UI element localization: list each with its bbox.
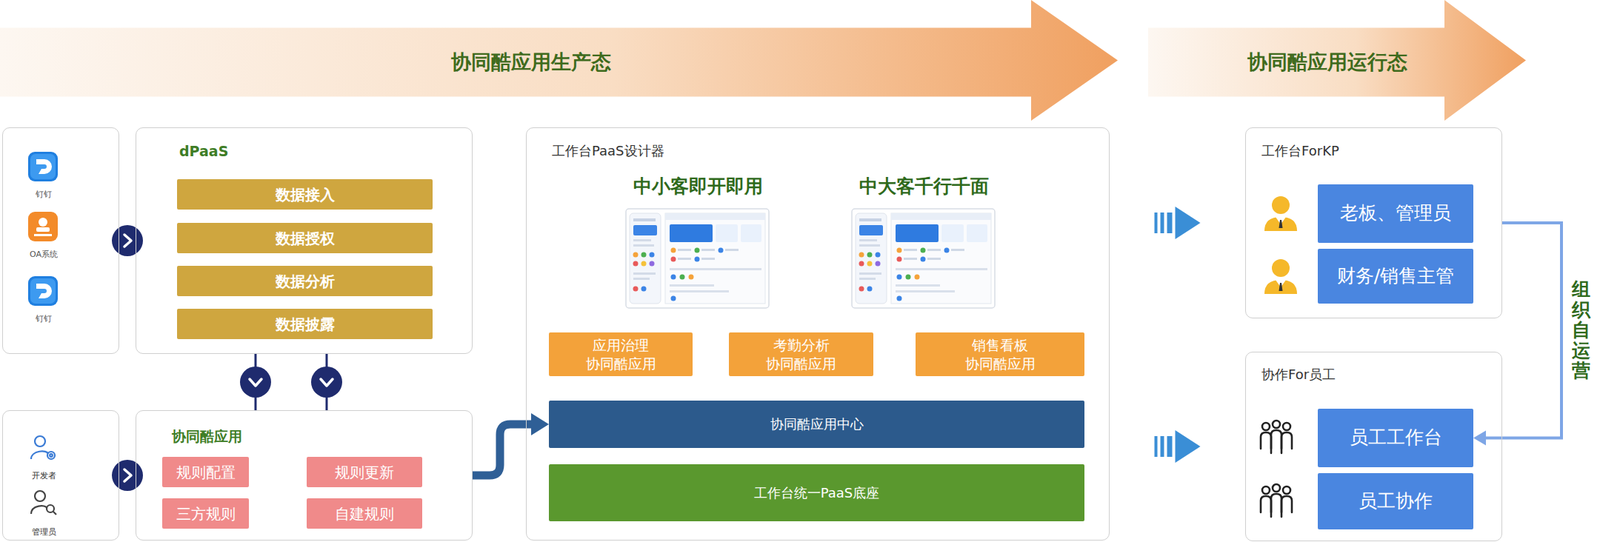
connector	[1473, 222, 1562, 446]
connector	[240, 354, 272, 411]
section-panel: 协同酷应用规则配置 规则更新三方规则 自建规则	[135, 410, 473, 541]
panel-title: 协同酷应用	[171, 427, 243, 446]
role-box: 员工工作台	[1317, 408, 1474, 468]
developer-icon	[31, 436, 55, 460]
panel-heading: 中大客千行千面	[859, 174, 989, 200]
box-label: 销售看板 协同酷应用	[957, 336, 1043, 373]
rule-button: 三方规则	[162, 498, 249, 529]
role-box: 员工协作	[1317, 473, 1474, 530]
box-label: 数据披露	[275, 314, 335, 335]
text-anchor: 工作台ForKP	[1261, 142, 1340, 160]
manager-icon	[31, 491, 57, 515]
banner-text-area: 协同酷应用运行态	[1148, 27, 1508, 97]
box-label: 规则配置	[176, 462, 236, 483]
screenshot-mockup	[851, 208, 995, 309]
person-icon	[1264, 259, 1298, 295]
designer-panel: 工作台PaaS设计器中小客即开即用 中大客千行千面应用治理 协同酷应用 考勤分析 协…	[525, 127, 1110, 541]
panel-title: 工作台ForKP	[1261, 142, 1340, 160]
box-label: 工作台统一PaaS底座	[754, 484, 880, 502]
text-anchor: 钉钉	[35, 189, 52, 200]
oa-icon	[28, 211, 58, 242]
text-anchor: 开发者	[31, 471, 57, 482]
source-panel: 钉钉OA系统钉钉	[2, 127, 120, 355]
data-bar: 数据授权	[177, 222, 433, 254]
banner-text-area: 协同酷应用生产态	[0, 27, 1063, 97]
app-card: 应用治理 协同酷应用	[548, 332, 693, 377]
connector	[1154, 430, 1201, 463]
runtime-panel: 协作For员工员工工作台员工协作	[1245, 351, 1503, 542]
label-anchor: 组织自运营	[1571, 279, 1591, 382]
banner-title: 协同酷应用运行态	[1247, 48, 1408, 75]
text-anchor: 钉钉	[35, 314, 52, 325]
panel-heading: 管理员	[31, 527, 57, 538]
rule-button: 自建规则	[306, 498, 423, 529]
data-bar: 数据披露	[177, 308, 433, 340]
text-anchor: 协同酷应用	[171, 427, 243, 446]
app-card: 考勤分析 协同酷应用	[728, 332, 874, 377]
text-anchor: OA系统	[29, 249, 58, 260]
text-anchor: 中小客即开即用	[633, 174, 763, 200]
box-label: 应用治理 协同酷应用	[578, 336, 663, 373]
runtime-panel: 工作台ForKP 老板、管理员财务/销售主管	[1245, 127, 1503, 319]
role-box: 老板、管理员	[1317, 184, 1474, 243]
section-panel: dPaaS 数据接入数据授权数据分析数据披露	[135, 127, 473, 355]
panel-title: dPaaS	[179, 142, 229, 161]
text-anchor: 管理员	[31, 527, 57, 538]
app-icon	[28, 276, 58, 306]
text-anchor: 协作For员工	[1261, 365, 1336, 383]
panel-title: 协作For员工	[1261, 365, 1336, 383]
person-icon	[1264, 196, 1298, 232]
connector	[111, 225, 143, 257]
screenshot-mockup	[625, 208, 769, 309]
banner-title: 协同酷应用生产态	[451, 48, 612, 75]
panel-title: 钉钉	[35, 189, 52, 200]
stage-banner-arrow: 协同酷应用生产态	[0, 0, 1118, 121]
connector	[311, 354, 343, 411]
box-label: 协同酷应用中心	[770, 415, 864, 433]
panel-heading: 钉钉	[35, 314, 52, 325]
platform-bar: 协同酷应用中心	[548, 400, 1085, 449]
box-label: 数据分析	[275, 271, 335, 292]
box-label: 考勤分析 协同酷应用	[759, 336, 844, 373]
box-label: 三方规则	[176, 504, 236, 524]
rule-button: 规则配置	[162, 457, 249, 488]
app-card: 销售看板 协同酷应用	[915, 332, 1085, 377]
text-anchor: 工作台PaaS设计器	[551, 142, 665, 160]
role-box: 财务/销售主管	[1317, 248, 1474, 304]
box-label: 自建规则	[334, 504, 395, 524]
rule-button: 规则更新	[306, 457, 423, 488]
group-icon	[1260, 484, 1292, 518]
app-icon	[28, 151, 58, 182]
platform-bar: 工作台统一PaaS底座	[548, 464, 1085, 522]
panel-title: 工作台PaaS设计器	[551, 142, 665, 160]
box-label: 数据接入	[275, 185, 335, 205]
text-anchor: dPaaS	[179, 142, 229, 161]
box-label: 数据授权	[275, 228, 335, 249]
stage-banner-arrow: 协同酷应用运行态	[1148, 0, 1526, 121]
panel-heading: 中小客即开即用	[633, 174, 763, 200]
connector	[472, 413, 549, 476]
box-label: 规则更新	[334, 462, 395, 483]
text-anchor: 中大客千行千面	[859, 174, 989, 200]
data-bar: 数据分析	[177, 265, 433, 297]
data-bar: 数据接入	[177, 179, 433, 210]
role-panel: 开发者管理员	[2, 410, 120, 541]
group-icon	[1260, 420, 1292, 454]
box-label: 员工工作台	[1349, 425, 1443, 451]
box-label: 员工协作	[1358, 489, 1433, 515]
panel-title: 开发者	[31, 471, 57, 482]
box-label: 财务/销售主管	[1337, 264, 1455, 289]
edge-label: 组织自运营	[1571, 279, 1591, 382]
panel-heading: OA系统	[29, 249, 58, 260]
box-label: 老板、管理员	[1340, 201, 1452, 226]
connector	[1154, 206, 1201, 240]
connector	[111, 460, 143, 492]
